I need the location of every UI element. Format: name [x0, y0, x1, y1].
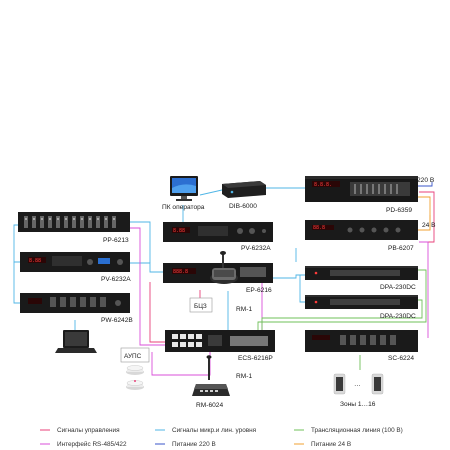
label-pd: PD-6359 [386, 207, 412, 214]
legend-label: Интерфейс RS-485/422 [57, 440, 127, 448]
pv-6232a-top: 8.88 [163, 222, 273, 242]
legend-label: Питание 220 В [172, 441, 216, 448]
line-pv-ep [130, 262, 163, 273]
pc-operator [170, 176, 198, 201]
line-pc-dib [199, 189, 223, 196]
label-zones: Зоны 1…16 [340, 401, 376, 408]
pv-6232a-left: 8.88 [20, 252, 130, 272]
line-control-a [149, 282, 165, 343]
label-rm1-b: RM-1 [236, 373, 252, 380]
laptop-icon [55, 330, 97, 353]
line-right-a [419, 191, 435, 243]
line-broadcast-a [257, 269, 427, 332]
sc-6224 [305, 330, 418, 352]
bcz-box [189, 297, 213, 313]
label-ep: EP-6216 [246, 287, 272, 294]
label-pv-top: PV-6232A [241, 245, 271, 252]
label-pw: PW-6242B [101, 317, 133, 324]
label-sc: SC-6224 [388, 355, 414, 362]
label-rm1-a: RM-1 [236, 306, 252, 313]
line-power220-a [418, 182, 433, 187]
line-rs485-b [151, 352, 211, 376]
svg-text:8.88: 8.88 [29, 258, 41, 264]
label-dib: DIB-6000 [229, 203, 257, 210]
pp-6213 [18, 212, 130, 232]
line-right-b [419, 241, 429, 338]
label-aups: АУПС [124, 353, 142, 360]
dpa-230dc-1 [305, 266, 418, 280]
legend-label: Питание 24 В [311, 441, 351, 448]
svg-text:888.8: 888.8 [173, 269, 188, 275]
label-220v: 220 В [417, 177, 435, 184]
legend-item-mic-line: Сигналы микр.и лин. уровня [155, 427, 257, 434]
legend-item-power24: Питание 24 В [294, 441, 351, 448]
dib-6000 [222, 181, 266, 198]
label-ecs: ECS-6216P [238, 355, 273, 362]
line-power24-b [418, 196, 431, 230]
rm-6024 [192, 355, 230, 396]
legend-item-control: Сигналы управления [40, 427, 120, 434]
label-rm: RM-6024 [196, 402, 223, 409]
svg-text:8.8.8.: 8.8.8. [314, 182, 332, 188]
label-dpa1: DPA-230DC [380, 284, 416, 291]
svg-text:8.88: 8.88 [173, 228, 185, 234]
legend-label: Сигналы управления [57, 427, 120, 434]
pb-6207: 88.8 [305, 220, 418, 240]
label-pp: PP-6213 [103, 237, 129, 244]
legend-label: Сигналы микр.и лин. уровня [172, 427, 257, 434]
aups-box [120, 347, 150, 363]
line-pp-ep [130, 221, 151, 263]
label-pc-operator: ПК оператора [162, 204, 205, 211]
dpa-230dc-2 [305, 295, 418, 309]
line-pv-pw [13, 262, 20, 304]
zone-dots: … [354, 381, 361, 388]
ecs-6216p [165, 330, 275, 352]
label-dpa2: DPA-230DC [380, 313, 416, 320]
svg-text:88.8: 88.8 [313, 225, 325, 231]
pd-6359: 8.8.8. [305, 176, 418, 202]
line-rs485-c [130, 227, 165, 346]
line-dpa-dpa [299, 275, 305, 303]
legend-item-broadcast: Трансляционная линия (100 В) [294, 427, 403, 434]
label-24v: 24 В [422, 222, 436, 229]
label-bcz: БЦЗ [194, 303, 207, 310]
legend-label: Трансляционная линия (100 В) [311, 427, 403, 434]
line-broadcast-b [261, 299, 423, 332]
smoke-detector-icon [126, 365, 144, 390]
pw-6242b [20, 293, 130, 313]
legend-item-rs485: Интерфейс RS-485/422 [40, 440, 127, 448]
line-pp-pv [13, 224, 20, 263]
legend-item-power220: Питание 220 В [155, 441, 216, 448]
speaker-icon [333, 373, 384, 395]
label-pv-left: PV-6232A [101, 276, 131, 283]
legend: Сигналы управления Сигналы микр.и лин. у… [40, 427, 403, 448]
microphone-icon [210, 251, 238, 284]
label-pb: PB-6207 [388, 245, 414, 252]
